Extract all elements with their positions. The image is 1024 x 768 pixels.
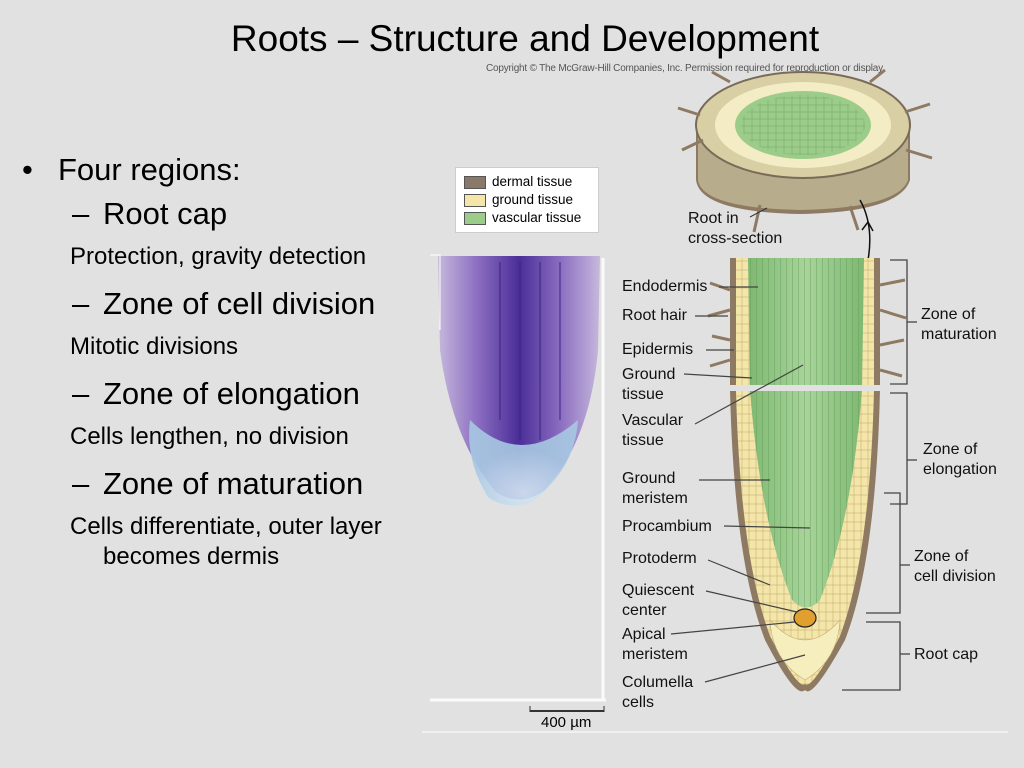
micrograph-root-tip: [430, 255, 600, 505]
zone-label-maturation-line1: Zone of: [921, 305, 997, 325]
legend-vascular-label: vascular tissue: [492, 210, 581, 225]
zone-label-cell-division-line2: cell division: [914, 567, 996, 587]
label-quiescent-center-line2: center: [622, 601, 694, 621]
zone-label-maturation-line2: maturation: [921, 325, 997, 345]
legend-dermal-label: dermal tissue: [492, 174, 572, 189]
label-ground-meristem: Ground meristem: [622, 469, 688, 509]
label-apical-meristem-line1: Apical: [622, 625, 688, 645]
longitudinal-root: [708, 258, 906, 691]
zone-label-elongation-line1: Zone of: [923, 440, 997, 460]
label-columella-cells: Columella cells: [622, 673, 693, 713]
label-ground-meristem-line1: Ground: [622, 469, 688, 489]
label-apical-meristem: Apical meristem: [622, 625, 688, 665]
label-vascular-tissue-line2: tissue: [622, 431, 683, 451]
scale-bar: [530, 706, 604, 712]
label-epidermis: Epidermis: [622, 340, 693, 360]
tissue-legend: dermal tissue ground tissue vascular tis…: [455, 167, 599, 233]
zone-label-elongation-line2: elongation: [923, 460, 997, 480]
legend-swatch-ground: [464, 194, 486, 207]
zone-label-cell-division-line1: Zone of: [914, 547, 996, 567]
legend-dermal: dermal tissue: [464, 173, 572, 191]
label-ground-tissue: Ground tissue: [622, 365, 675, 405]
label-endodermis: Endodermis: [622, 277, 707, 297]
legend-vascular: vascular tissue: [464, 209, 581, 227]
label-quiescent-center: Quiescent center: [622, 581, 694, 621]
label-protoderm: Protoderm: [622, 549, 697, 569]
legend-swatch-dermal: [464, 176, 486, 189]
label-ground-tissue-line1: Ground: [622, 365, 675, 385]
zone-label-cell-division: Zone of cell division: [914, 547, 996, 587]
label-root-hair: Root hair: [622, 306, 687, 326]
label-ground-meristem-line2: meristem: [622, 489, 688, 509]
legend-swatch-vascular: [464, 212, 486, 225]
zone-label-root-cap: Root cap: [914, 645, 978, 665]
label-apical-meristem-line2: meristem: [622, 645, 688, 665]
label-procambium: Procambium: [622, 517, 712, 537]
zone-label-elongation: Zone of elongation: [923, 440, 997, 480]
zone-label-maturation: Zone of maturation: [921, 305, 997, 345]
label-vascular-tissue: Vascular tissue: [622, 411, 683, 451]
label-columella-cells-line1: Columella: [622, 673, 693, 693]
label-cross-section: Root in cross-section: [688, 209, 782, 249]
label-columella-cells-line2: cells: [622, 693, 693, 713]
scale-bar-label: 400 µm: [541, 714, 591, 731]
label-ground-tissue-line2: tissue: [622, 385, 675, 405]
label-vascular-tissue-line1: Vascular: [622, 411, 683, 431]
label-cross-section-line1: Root in: [688, 209, 782, 229]
zone-gap: [725, 385, 885, 391]
label-cross-section-line2: cross-section: [688, 229, 782, 249]
legend-ground: ground tissue: [464, 191, 573, 209]
label-quiescent-center-line1: Quiescent: [622, 581, 694, 601]
legend-ground-label: ground tissue: [492, 192, 573, 207]
